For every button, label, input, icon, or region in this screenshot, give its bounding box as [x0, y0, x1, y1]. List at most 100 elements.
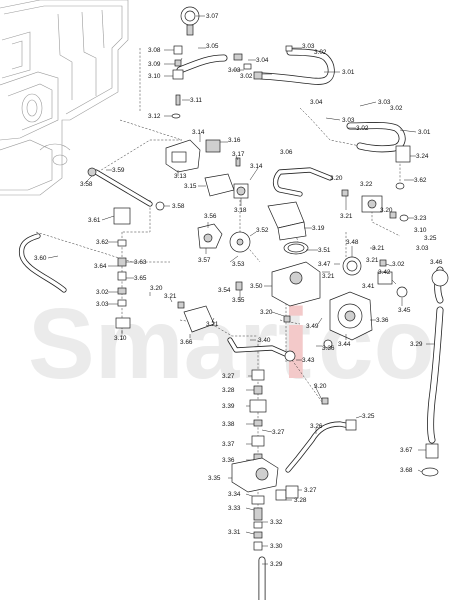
- label-3-20-c: 3.20: [150, 285, 163, 292]
- label-3-02: 3.02: [314, 49, 327, 56]
- label-3-03-f: 3.03: [96, 301, 109, 308]
- label-3-33: 3.33: [228, 505, 241, 512]
- label-3-02-c: 3.02: [390, 105, 403, 112]
- label-3-03-c: 3.03: [378, 99, 391, 106]
- watermark-text-mid: i: [282, 288, 310, 400]
- label-3-12: 3.12: [148, 113, 161, 120]
- label-3-30: 3.30: [270, 543, 283, 550]
- label-3-51: 3.51: [318, 247, 331, 254]
- label-3-61: 3.61: [88, 217, 101, 224]
- label-3-54: 3.54: [218, 287, 231, 294]
- label-3-41: 3.41: [362, 283, 375, 290]
- label-3-55: 3.55: [232, 297, 245, 304]
- label-3-20-b: 3.20: [380, 207, 393, 214]
- watermark-text-left: Smart: [28, 288, 311, 400]
- label-3-28-b: 3.28: [294, 497, 307, 504]
- label-3-21: 3.21: [340, 213, 353, 220]
- label-3-27-b: 3.27: [272, 429, 285, 436]
- label-3-35: 3.35: [208, 475, 221, 482]
- label-3-29: 3.29: [410, 341, 423, 348]
- label-3-15: 3.15: [184, 183, 197, 190]
- label-3-62-b: 3.62: [96, 239, 109, 246]
- label-3-40: 3.40: [258, 337, 271, 344]
- label-3-18: 3.18: [234, 207, 247, 214]
- label-3-28: 3.28: [222, 387, 235, 394]
- label-3-50: 3.50: [250, 283, 263, 290]
- label-3-02-b: 3.02: [240, 73, 253, 80]
- label-3-39: 3.39: [222, 403, 235, 410]
- label-3-23: 3.23: [414, 215, 427, 222]
- label-3-27: 3.27: [222, 373, 235, 380]
- label-3-63: 3.63: [134, 259, 147, 266]
- machine-frame-outline: [0, 0, 129, 196]
- label-3-10-c: 3.10: [114, 335, 127, 342]
- label-3-01: 3.01: [342, 69, 355, 76]
- label-3-52: 3.52: [256, 227, 269, 234]
- label-3-03-e: 3.03: [416, 245, 429, 252]
- leader-lines: [47, 15, 434, 565]
- label-3-49: 3.49: [306, 323, 319, 330]
- label-3-02-d: 3.02: [356, 125, 369, 132]
- label-3-58: 3.58: [80, 181, 93, 188]
- label-3-58-b: 3.58: [172, 203, 185, 210]
- label-3-62: 3.62: [414, 177, 427, 184]
- label-3-03: 3.03: [302, 43, 315, 50]
- label-3-56: 3.56: [204, 213, 217, 220]
- label-3-22: 3.22: [360, 181, 373, 188]
- part-number-labels: 3.07 3.08 3.05 3.03 3.02 3.09 3.04 3.03 …: [34, 13, 443, 568]
- label-3-13: 3.13: [174, 173, 187, 180]
- label-3-03-b: 3.03: [228, 67, 241, 74]
- label-3-20-e: 3.20: [314, 383, 327, 390]
- label-3-65: 3.65: [134, 275, 147, 282]
- label-3-03-d: 3.03: [342, 117, 355, 124]
- label-3-46: 3.46: [430, 259, 443, 266]
- label-3-60: 3.60: [34, 255, 47, 262]
- label-3-14: 3.14: [192, 129, 205, 136]
- label-3-64: 3.64: [94, 263, 107, 270]
- label-3-11: 3.11: [190, 97, 202, 104]
- label-3-42: 3.42: [378, 269, 391, 276]
- label-3-02-f: 3.02: [96, 289, 109, 296]
- label-3-10-b: 3.10: [414, 227, 427, 234]
- label-3-21-d: 3.21: [322, 273, 335, 280]
- label-3-53: 3.53: [232, 261, 245, 268]
- label-3-25: 3.25: [424, 235, 437, 242]
- label-3-32: 3.32: [270, 519, 283, 526]
- label-3-21-e: 3.21: [164, 293, 177, 300]
- label-3-66: 3.66: [180, 339, 193, 346]
- label-3-38: 3.38: [222, 421, 235, 428]
- label-3-48: 3.48: [346, 239, 359, 246]
- label-3-47: 3.47: [318, 261, 331, 268]
- label-3-59: 3.59: [112, 167, 125, 174]
- label-3-19: 3.19: [312, 225, 325, 232]
- label-3-34: 3.34: [228, 491, 241, 498]
- label-3-29-b: 3.29: [270, 561, 283, 568]
- label-3-04-b: 3.04: [310, 99, 323, 106]
- label-3-20: 3.20: [330, 175, 343, 182]
- label-3-09: 3.09: [148, 61, 161, 68]
- label-3-02-e: 3.02: [392, 261, 405, 268]
- label-3-67: 3.67: [400, 447, 413, 454]
- label-3-36: 3.36: [376, 317, 389, 324]
- label-3-06: 3.06: [280, 149, 293, 156]
- label-3-14-b: 3.14: [250, 163, 263, 170]
- label-3-04: 3.04: [256, 57, 269, 64]
- label-3-01-b: 3.01: [418, 129, 431, 136]
- label-3-45: 3.45: [398, 307, 411, 314]
- label-3-68: 3.68: [400, 467, 413, 474]
- label-3-57: 3.57: [198, 257, 211, 264]
- label-3-17: 3.17: [232, 151, 245, 158]
- label-3-08: 3.08: [148, 47, 161, 54]
- label-3-31: 3.31: [228, 529, 241, 536]
- label-3-26: 3.26: [310, 423, 323, 430]
- label-3-05: 3.05: [206, 43, 219, 50]
- label-3-07: 3.07: [206, 13, 219, 20]
- label-3-37: 3.37: [222, 441, 235, 448]
- label-3-43: 3.43: [302, 357, 315, 364]
- label-3-21-f: 3.21: [206, 321, 219, 328]
- label-3-21-b: 3.21: [372, 245, 385, 252]
- label-3-36-c: 3.36: [222, 457, 235, 464]
- label-3-27-c: 3.27: [304, 487, 317, 494]
- parts: [87, 6, 449, 551]
